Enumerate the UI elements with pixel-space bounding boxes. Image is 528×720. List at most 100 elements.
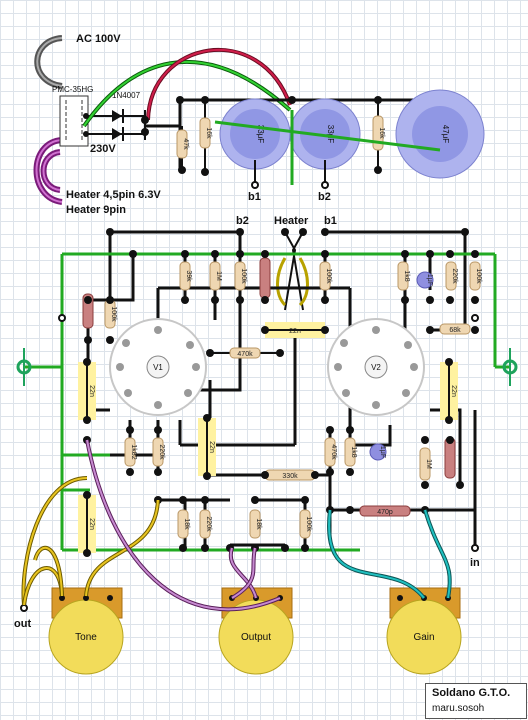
svg-text:100k: 100k (110, 306, 117, 322)
psu-cap-2: 33μF (289, 98, 361, 170)
resistor-18k: 18k (177, 509, 190, 539)
resistor-100k-e: 100k (299, 509, 312, 539)
resistor-red-a (259, 257, 271, 299)
svg-text:220k: 220k (451, 268, 458, 284)
gain-knob-label: Gain (413, 632, 434, 643)
svg-text:39k: 39k (185, 270, 192, 282)
resistor-100k-d: 100k (104, 299, 117, 329)
svg-text:1μF: 1μF (379, 446, 386, 458)
resistor-1m-b: 1M (419, 447, 432, 481)
diode-1 (86, 109, 145, 123)
svg-text:470k: 470k (330, 444, 337, 460)
resistor-470k: 470k (210, 347, 280, 359)
svg-text:1k82: 1k82 (130, 444, 137, 459)
resistor-100k-c: 100k (469, 261, 482, 291)
b2-node-label: b2 (318, 191, 331, 203)
svg-text:V2: V2 (371, 363, 381, 372)
psu-resistor-16k-a: 16k (199, 100, 212, 172)
resistor-470k-b: 470k (324, 437, 337, 467)
pot-output (218, 587, 294, 675)
resistor-39k: 39k (179, 261, 192, 291)
psu-cap-3: 47μF (395, 89, 485, 179)
svg-text:16k: 16k (378, 127, 385, 139)
diode-label: 1N4007 (112, 91, 141, 100)
b1-node-label: b1 (248, 191, 261, 203)
b1-rail (325, 230, 467, 300)
svg-text:V1: V1 (153, 363, 163, 372)
ground-lug-right (502, 348, 518, 386)
tube-v2: V2 (327, 318, 425, 416)
resistor-100k-b: 100k (319, 261, 332, 291)
diagram-title: Soldano G.T.O. (432, 687, 511, 699)
cap-22n-right: 22n (440, 362, 458, 420)
resistor-1m-a: 1M (209, 261, 222, 291)
resistor-1k8-b: 1k8 (344, 437, 357, 467)
output-wire-purple (85, 439, 281, 612)
svg-text:18k: 18k (183, 518, 190, 530)
cap-1uf-a: 1μF (416, 271, 434, 289)
svg-text:1M: 1M (215, 271, 222, 281)
cap-1uf-b: 1μF (369, 443, 387, 461)
svg-text:330k: 330k (282, 473, 298, 480)
heater-top-label: Heater (274, 215, 309, 227)
b2-rail (110, 230, 242, 254)
svg-text:100k: 100k (475, 268, 482, 284)
tone-knob-label: Tone (75, 632, 97, 643)
svg-text:18k: 18k (255, 518, 262, 530)
ac-label: AC 100V (76, 33, 121, 45)
cap-22n-middle: 22n (265, 322, 325, 338)
pot-gain (386, 587, 462, 675)
pot-tone (48, 587, 124, 675)
svg-text:1k8: 1k8 (403, 270, 410, 281)
svg-text:100k: 100k (305, 516, 312, 532)
svg-text:16k: 16k (205, 127, 212, 139)
svg-text:470k: 470k (237, 351, 253, 358)
svg-text:22n: 22n (289, 328, 301, 335)
transformer-label: PMC-35HG (52, 85, 93, 94)
resistor-1k8-a: 1k8 (397, 261, 410, 291)
svg-text:68k: 68k (449, 327, 461, 334)
svg-text:100k: 100k (240, 268, 247, 284)
psu-resistor-47k: 47k (176, 126, 189, 170)
cap-22n-left-bottom: 22n (78, 495, 96, 553)
svg-text:22n: 22n (88, 385, 95, 397)
resistor-1k82: 1k82 (124, 437, 137, 467)
output-label: out (14, 618, 31, 630)
tube-v1: V1 (109, 318, 207, 416)
gain-wires (327, 509, 452, 600)
resistor-100k-a: 100k (234, 261, 247, 291)
svg-text:100k: 100k (325, 268, 332, 284)
resistor-220k-a: 220k (445, 261, 458, 291)
resistor-330k: 330k (264, 469, 316, 481)
resistor-470p: 470p (359, 505, 411, 517)
cap-22n-left-top: 22n (78, 362, 96, 420)
heater-wiring (284, 231, 297, 311)
svg-text:1μF: 1μF (426, 274, 433, 286)
title-block: Soldano G.T.O. maru.sosoh (425, 683, 527, 719)
heater1-label: Heater 4,5pin 6.3V (66, 189, 161, 201)
psu-ground-line (214, 120, 441, 152)
diode-2 (86, 127, 145, 141)
diagram-author: maru.sosoh (432, 703, 485, 714)
psu-cap-1-label: 33μF (256, 125, 265, 144)
ground-lug-left (16, 348, 32, 386)
secondary-label: 230V (90, 143, 116, 155)
b2-top-label: b2 (236, 215, 249, 227)
resistor-220k-b: 220k (152, 437, 165, 467)
svg-text:22n: 22n (88, 518, 95, 530)
svg-text:22n: 22n (208, 441, 215, 453)
resistor-18k-b: 18k (249, 509, 262, 539)
svg-text:1k8: 1k8 (350, 446, 357, 457)
psu-cap-2-label: 33μF (326, 125, 335, 144)
resistor-68k: 68k (439, 323, 471, 335)
svg-text:22n: 22n (450, 385, 457, 397)
psu-cap-3-label: 47μF (441, 125, 450, 144)
cap-22n-center: 22n (198, 418, 216, 476)
b1-top-label: b1 (324, 215, 337, 227)
psu-resistor-16k-b: 16k (372, 100, 385, 170)
svg-text:220k: 220k (205, 516, 212, 532)
psu-cap-1: 33μF (219, 98, 291, 170)
svg-text:470p: 470p (377, 509, 393, 516)
tone-wires (21, 476, 160, 606)
